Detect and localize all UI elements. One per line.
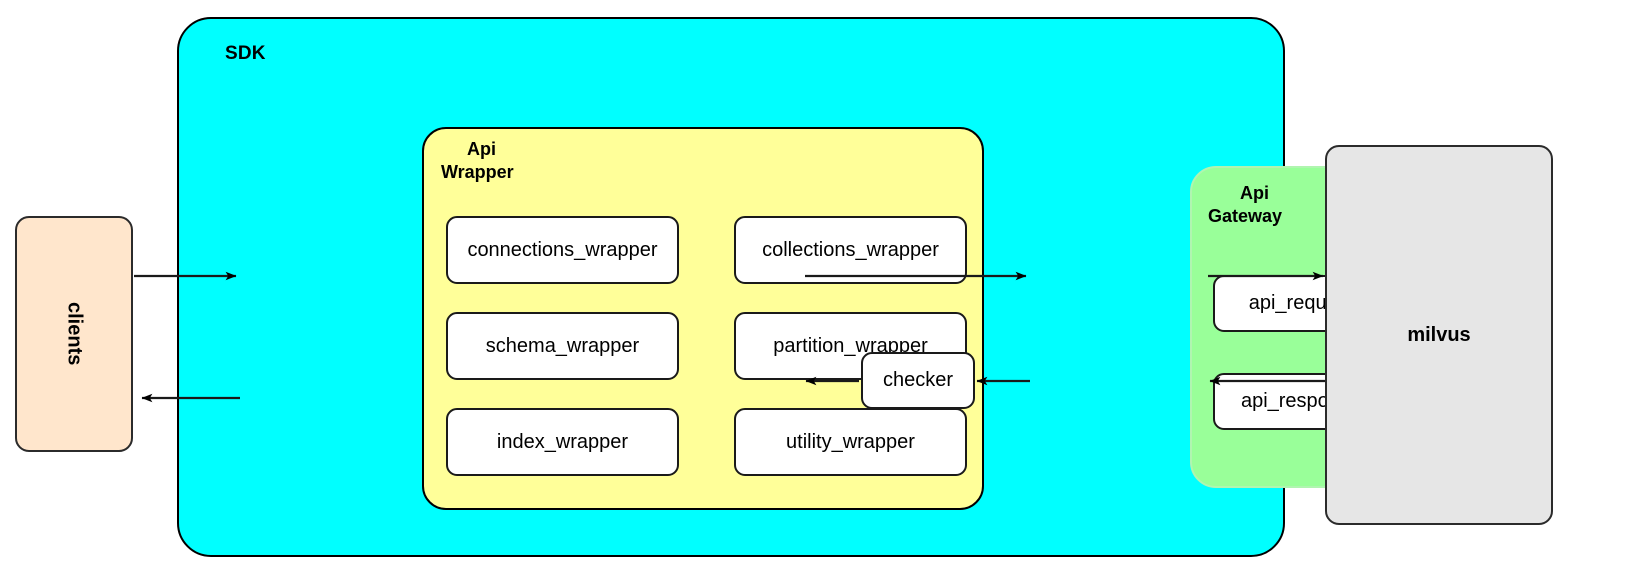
milvus-node[interactable]: milvus [1325, 145, 1553, 525]
clients-label: clients [63, 302, 86, 366]
collections-wrapper-node[interactable]: collections_wrapper [734, 216, 967, 284]
api-wrapper-title-line1: Api [467, 139, 496, 159]
partition-wrapper-node[interactable]: partition_wrapper [734, 312, 967, 380]
milvus-label: milvus [1407, 323, 1471, 346]
clients-node[interactable]: clients [15, 216, 133, 452]
index-wrapper-node[interactable]: index_wrapper [446, 408, 679, 476]
sdk-container[interactable]: SDK Api Wrapper connections_wrapper coll… [177, 17, 1416, 557]
utility-wrapper-node[interactable]: utility_wrapper [734, 408, 967, 476]
api-wrapper-container[interactable]: Api Wrapper connections_wrapper collecti… [422, 127, 984, 510]
schema-wrapper-node[interactable]: schema_wrapper [446, 312, 679, 380]
api-wrapper-title: Api Wrapper [441, 138, 591, 184]
api-wrapper-title-line2: Wrapper [441, 162, 514, 183]
api-gateway-title-line1: Api [1240, 183, 1269, 203]
api-gateway-title: Api Gateway [1208, 182, 1358, 229]
api-gateway-title-line2: Gateway [1208, 206, 1283, 227]
checker-node[interactable]: checker [861, 352, 975, 409]
sdk-title: SDK [225, 43, 266, 64]
connections-wrapper-node[interactable]: connections_wrapper [446, 216, 679, 284]
